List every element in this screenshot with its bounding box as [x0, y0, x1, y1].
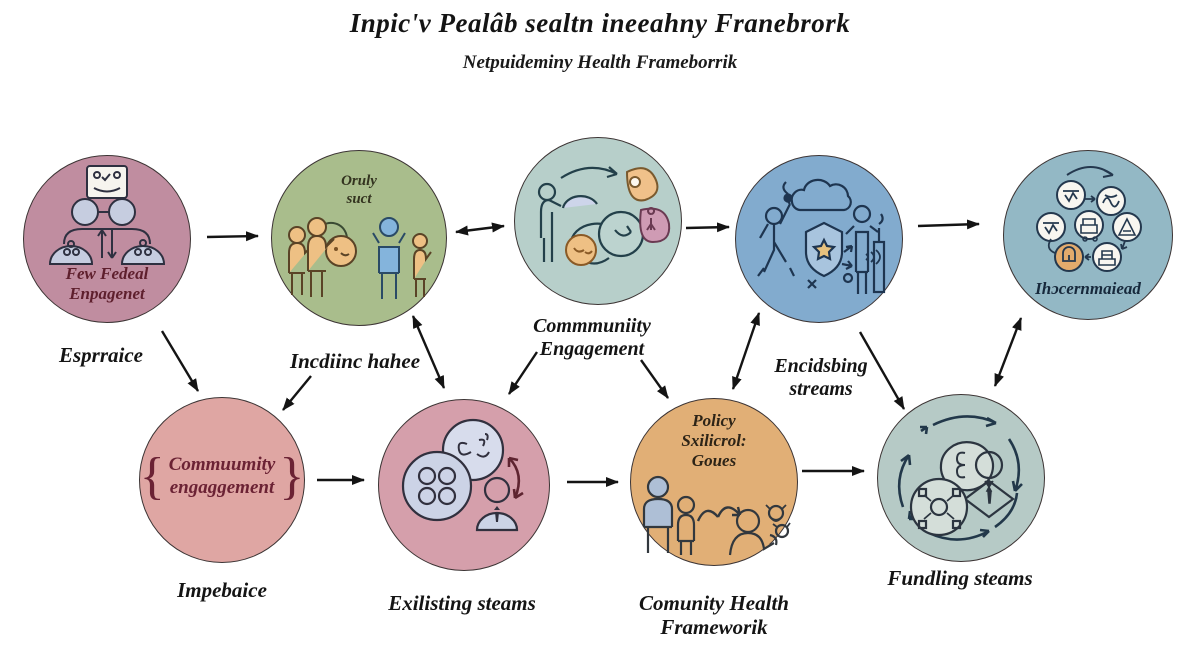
communitybottom-lines: Commuumity engaggement [168, 454, 276, 498]
arrow-incermaiead-funding-double [993, 317, 1023, 387]
node-policy-text: Policy Sxilicrol: Goues [681, 411, 747, 471]
right-brace: } [279, 448, 305, 505]
label-esprraice: Esprraice [59, 343, 143, 367]
node-oruly-text: Oruly suct [341, 173, 377, 207]
arrow-encidsbing-to-incermaiead [917, 219, 980, 230]
arrow-communitytop-to-encidsbing [685, 222, 730, 233]
node-funding-steams [877, 394, 1045, 562]
node-policy-goals: Policy Sxilicrol: Goues [630, 398, 798, 566]
arrow-label-to-policy [640, 359, 669, 399]
node-community-engagement-top [514, 137, 682, 305]
process-network-icon [1036, 166, 1142, 272]
label-encidsbing-streams: Encidsbing streams [774, 355, 868, 400]
node-encidsbing-streams [735, 155, 903, 323]
arrow-label-to-communitybottom [282, 375, 312, 411]
node-communitybottom-text: { Commuumity engaggement } [139, 446, 305, 507]
arrow-federal-to-communitybottom [160, 330, 200, 392]
funding-cycle-icon [897, 415, 1023, 541]
arrow-encidsbing-policy-double [731, 312, 761, 390]
left-brace: { [139, 448, 165, 505]
advocacy-shield-icon [757, 178, 886, 294]
node-incermaiead-text: Ihɔcernmaiead [1035, 279, 1141, 298]
collaboration-cycle-icon [537, 166, 671, 266]
label-incdiinc-hahee: Incdiinc hahee [289, 349, 421, 373]
label-impebaice: Impebaice [177, 578, 267, 602]
node-oruly-suct: Oruly suct [271, 150, 447, 326]
label-fundling-steams: Fundling steams [887, 566, 1033, 590]
arrow-federal-to-oruly [206, 231, 259, 242]
node-incermaiead: Ihɔcernmaiead [1003, 150, 1173, 320]
diagram-title: Inpic'v Pealâb sealtn ineeahny Franebror… [349, 8, 851, 38]
label-community-engagement: Commmuniity Engagement [533, 315, 651, 360]
people-group-icon [288, 217, 432, 299]
node-federal-text: Few Fedeal Enpagenet [65, 264, 149, 304]
node-community-engagement-bottom: { Commuumity engaggement } [139, 397, 305, 563]
node-existing-steams [378, 399, 550, 571]
label-existing-steams: Exilisting steams [388, 591, 536, 615]
government-balance-icon [48, 165, 166, 265]
resources-cycle-icon [401, 418, 524, 532]
outreach-people-icon [642, 475, 791, 556]
label-comunity-health-framework: Comunity Health Frameworik [639, 591, 789, 640]
node-federal-engagement: Few Fedeal Enpagenet [23, 155, 191, 323]
arrow-oruly-communitytop-double [455, 222, 505, 236]
diagram-subtitle: Netpuideminy Health Frameborrik [462, 52, 738, 73]
